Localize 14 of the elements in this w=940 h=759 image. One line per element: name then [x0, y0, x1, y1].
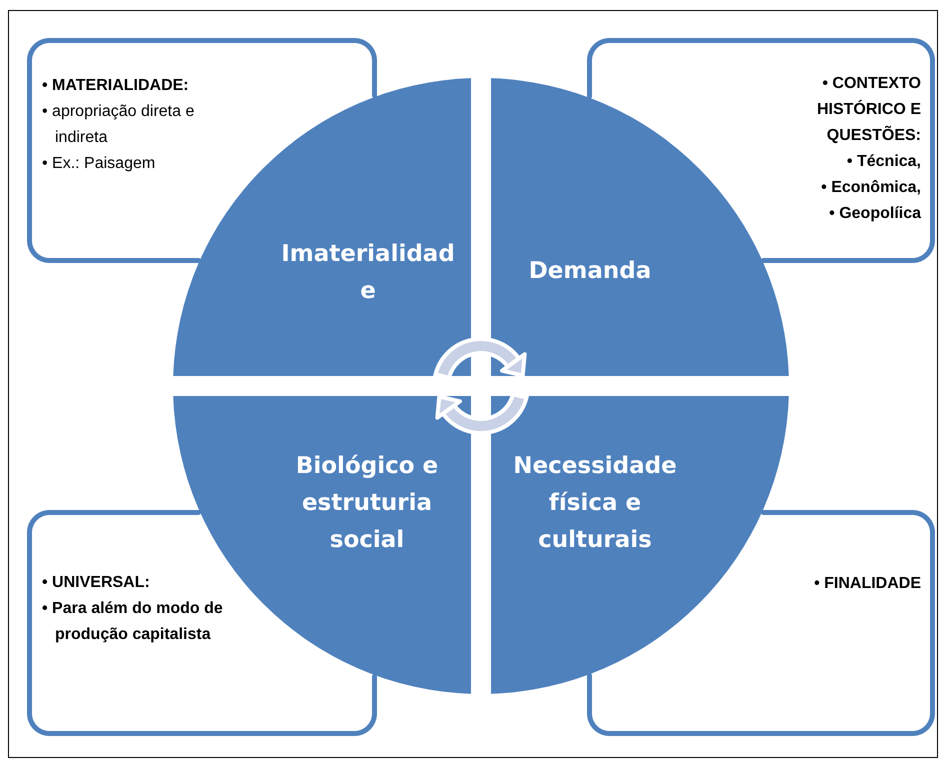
bullet-item: • Econômica,	[820, 178, 921, 198]
quadrant-label: Imaterialidad e	[280, 240, 456, 306]
bullet-item: • CONTEXTO HISTÓRICO E QUESTÕES:	[816, 74, 921, 146]
bullet-item: • MATERIALIDADE:	[42, 76, 190, 96]
bullet-item: • Técnica,	[846, 152, 921, 172]
bullet-item: • Ex.: Paisagem	[42, 154, 156, 174]
bullet-item: • UNIVERSAL:	[42, 573, 151, 593]
bullet-item: • FINALIDADE	[813, 574, 921, 594]
quadrant-label: Biológico e estruturia social	[294, 452, 440, 555]
quadrant-label: Demanda	[528, 257, 652, 286]
bullet-item: • Geopolíica	[828, 204, 921, 224]
bullet-item: • apropriação direta e indireta	[42, 102, 196, 148]
bullet-item: • Para além do modo de produção capitalista	[42, 599, 224, 645]
quadrant-label: Necessidade física e culturais	[512, 452, 678, 555]
